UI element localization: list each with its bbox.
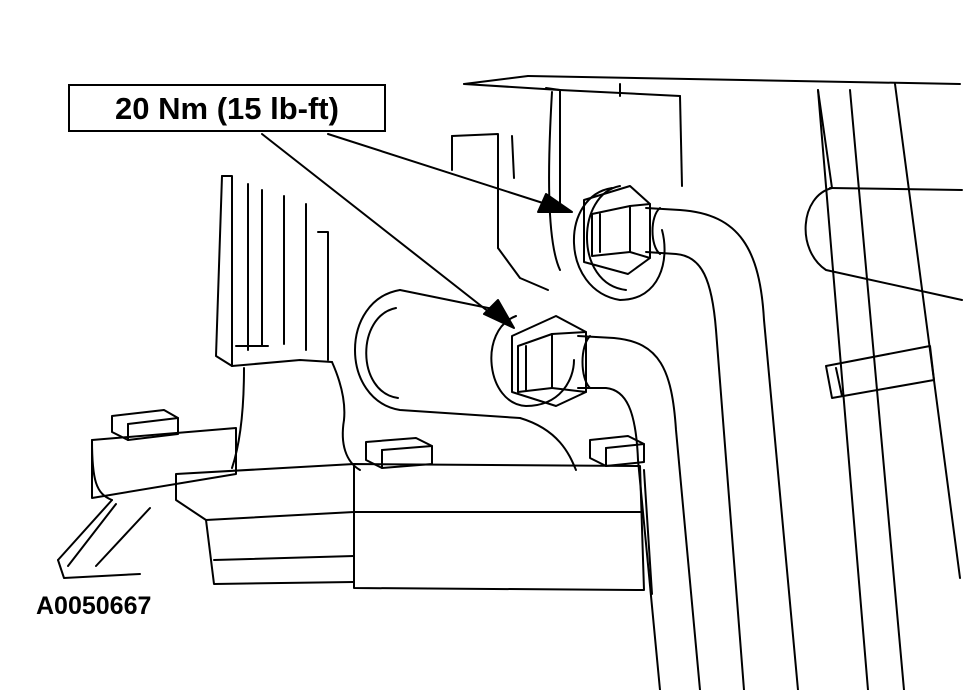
upper-housing [451,75,961,291]
upper-tube [645,207,799,690]
left-casting [215,175,346,469]
lower-tube [577,335,701,690]
torque-callout-box: 20 Nm (15 lb-ft) [68,84,386,132]
right-bracket [804,83,963,690]
leader-lines [261,133,547,317]
arrow-head-icon [537,193,573,213]
bolt-middle [365,437,433,469]
elbow-outlet [341,289,577,471]
arrow-head-icon [483,299,515,329]
lower-fitting-nut [490,315,587,407]
figure-id: A0050667 [36,592,152,620]
base-flange [57,427,653,595]
bolt-left [111,409,179,441]
upper-fitting-nut [572,185,666,301]
torque-label: 20 Nm (15 lb-ft) [115,91,339,126]
